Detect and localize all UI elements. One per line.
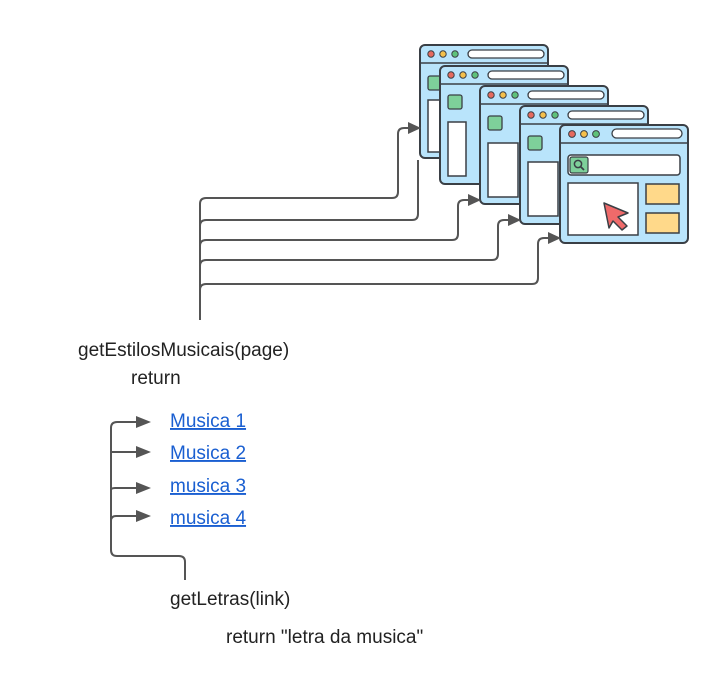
arrowhead-link-4: [136, 510, 151, 522]
connector-link-3: [110, 487, 138, 491]
connector-page-3: [199, 199, 470, 247]
link-list: Musica 1 Musica 2 musica 3 musica 4: [170, 411, 246, 529]
browser-window-stack: [419, 44, 689, 244]
arrowhead-page-1: [408, 122, 421, 134]
link-musica-2[interactable]: Musica 2: [170, 443, 246, 464]
connectors-to-pages: [199, 122, 561, 320]
get-estilos-return-label: return: [131, 368, 181, 389]
get-estilos-label: getEstilosMusicais(page): [78, 340, 289, 361]
arrowhead-link-2: [136, 446, 151, 458]
browser-window-5: [559, 124, 689, 244]
get-letras-return-label: return "letra da musica": [226, 627, 423, 648]
connector-bracket: [110, 421, 186, 580]
link-musica-4[interactable]: musica 4: [170, 508, 246, 529]
search-icon: [569, 156, 589, 174]
connector-page-4: [199, 219, 510, 267]
connectors-to-links: [110, 416, 186, 580]
link-musica-1[interactable]: Musica 1: [170, 411, 246, 432]
get-letras-label: getLetras(link): [170, 589, 290, 610]
arrowhead-page-3: [468, 194, 481, 206]
arrowhead-link-1: [136, 416, 151, 428]
arrowhead-link-3: [136, 482, 151, 494]
connector-page-5: [199, 237, 550, 291]
arrowhead-page-4: [508, 214, 521, 226]
arrowhead-page-5: [548, 232, 561, 244]
connector-page-2: [199, 160, 419, 227]
link-musica-3[interactable]: musica 3: [170, 476, 246, 497]
connector-page-1: [199, 127, 410, 320]
connector-link-4: [110, 515, 138, 522]
cursor-icon: [603, 202, 629, 231]
